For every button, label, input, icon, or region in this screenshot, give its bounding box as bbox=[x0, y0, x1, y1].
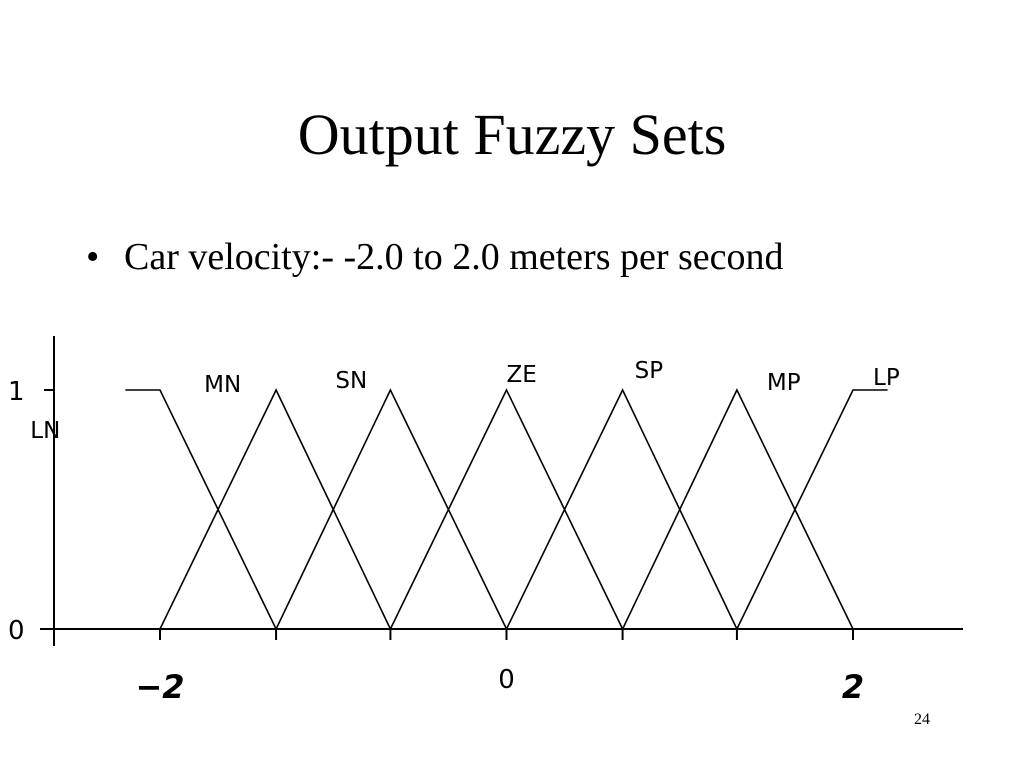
set-label-mp: MP bbox=[767, 370, 801, 396]
set-label-sp: SP bbox=[635, 358, 664, 384]
membership-line-ze bbox=[389, 388, 624, 630]
x-tick-label-3: 0 bbox=[498, 665, 515, 695]
set-label-ln: LN bbox=[30, 418, 60, 444]
chart-marks: LN MN SN ZE SP MP LP 0 1 −2 0 2 bbox=[8, 358, 900, 706]
y-tick-label-1: 1 bbox=[8, 377, 25, 407]
set-label-mn: MN bbox=[204, 372, 241, 398]
membership-line-sn bbox=[275, 388, 508, 630]
set-label-lp: LP bbox=[873, 365, 900, 391]
set-label-ze: ZE bbox=[507, 362, 537, 388]
membership-line-sp bbox=[505, 388, 738, 630]
x-tick-label-0: −2 bbox=[135, 668, 184, 706]
x-tick-label-6: 2 bbox=[842, 668, 864, 706]
membership-line-lp bbox=[736, 389, 888, 630]
bullet-text: Car velocity:- -2.0 to 2.0 meters per se… bbox=[124, 236, 784, 278]
y-tick-label-0: 0 bbox=[8, 616, 25, 646]
slide-number: 24 bbox=[914, 711, 930, 728]
slide-title: Output Fuzzy Sets bbox=[297, 102, 727, 167]
membership-line-mn bbox=[159, 388, 392, 630]
bullet-dot: • bbox=[86, 236, 100, 278]
set-label-sn: SN bbox=[335, 368, 367, 394]
bullet-item: • Car velocity:- -2.0 to 2.0 meters per s… bbox=[86, 234, 784, 280]
membership-line-mp bbox=[621, 388, 854, 630]
membership-line-ln bbox=[125, 389, 277, 630]
